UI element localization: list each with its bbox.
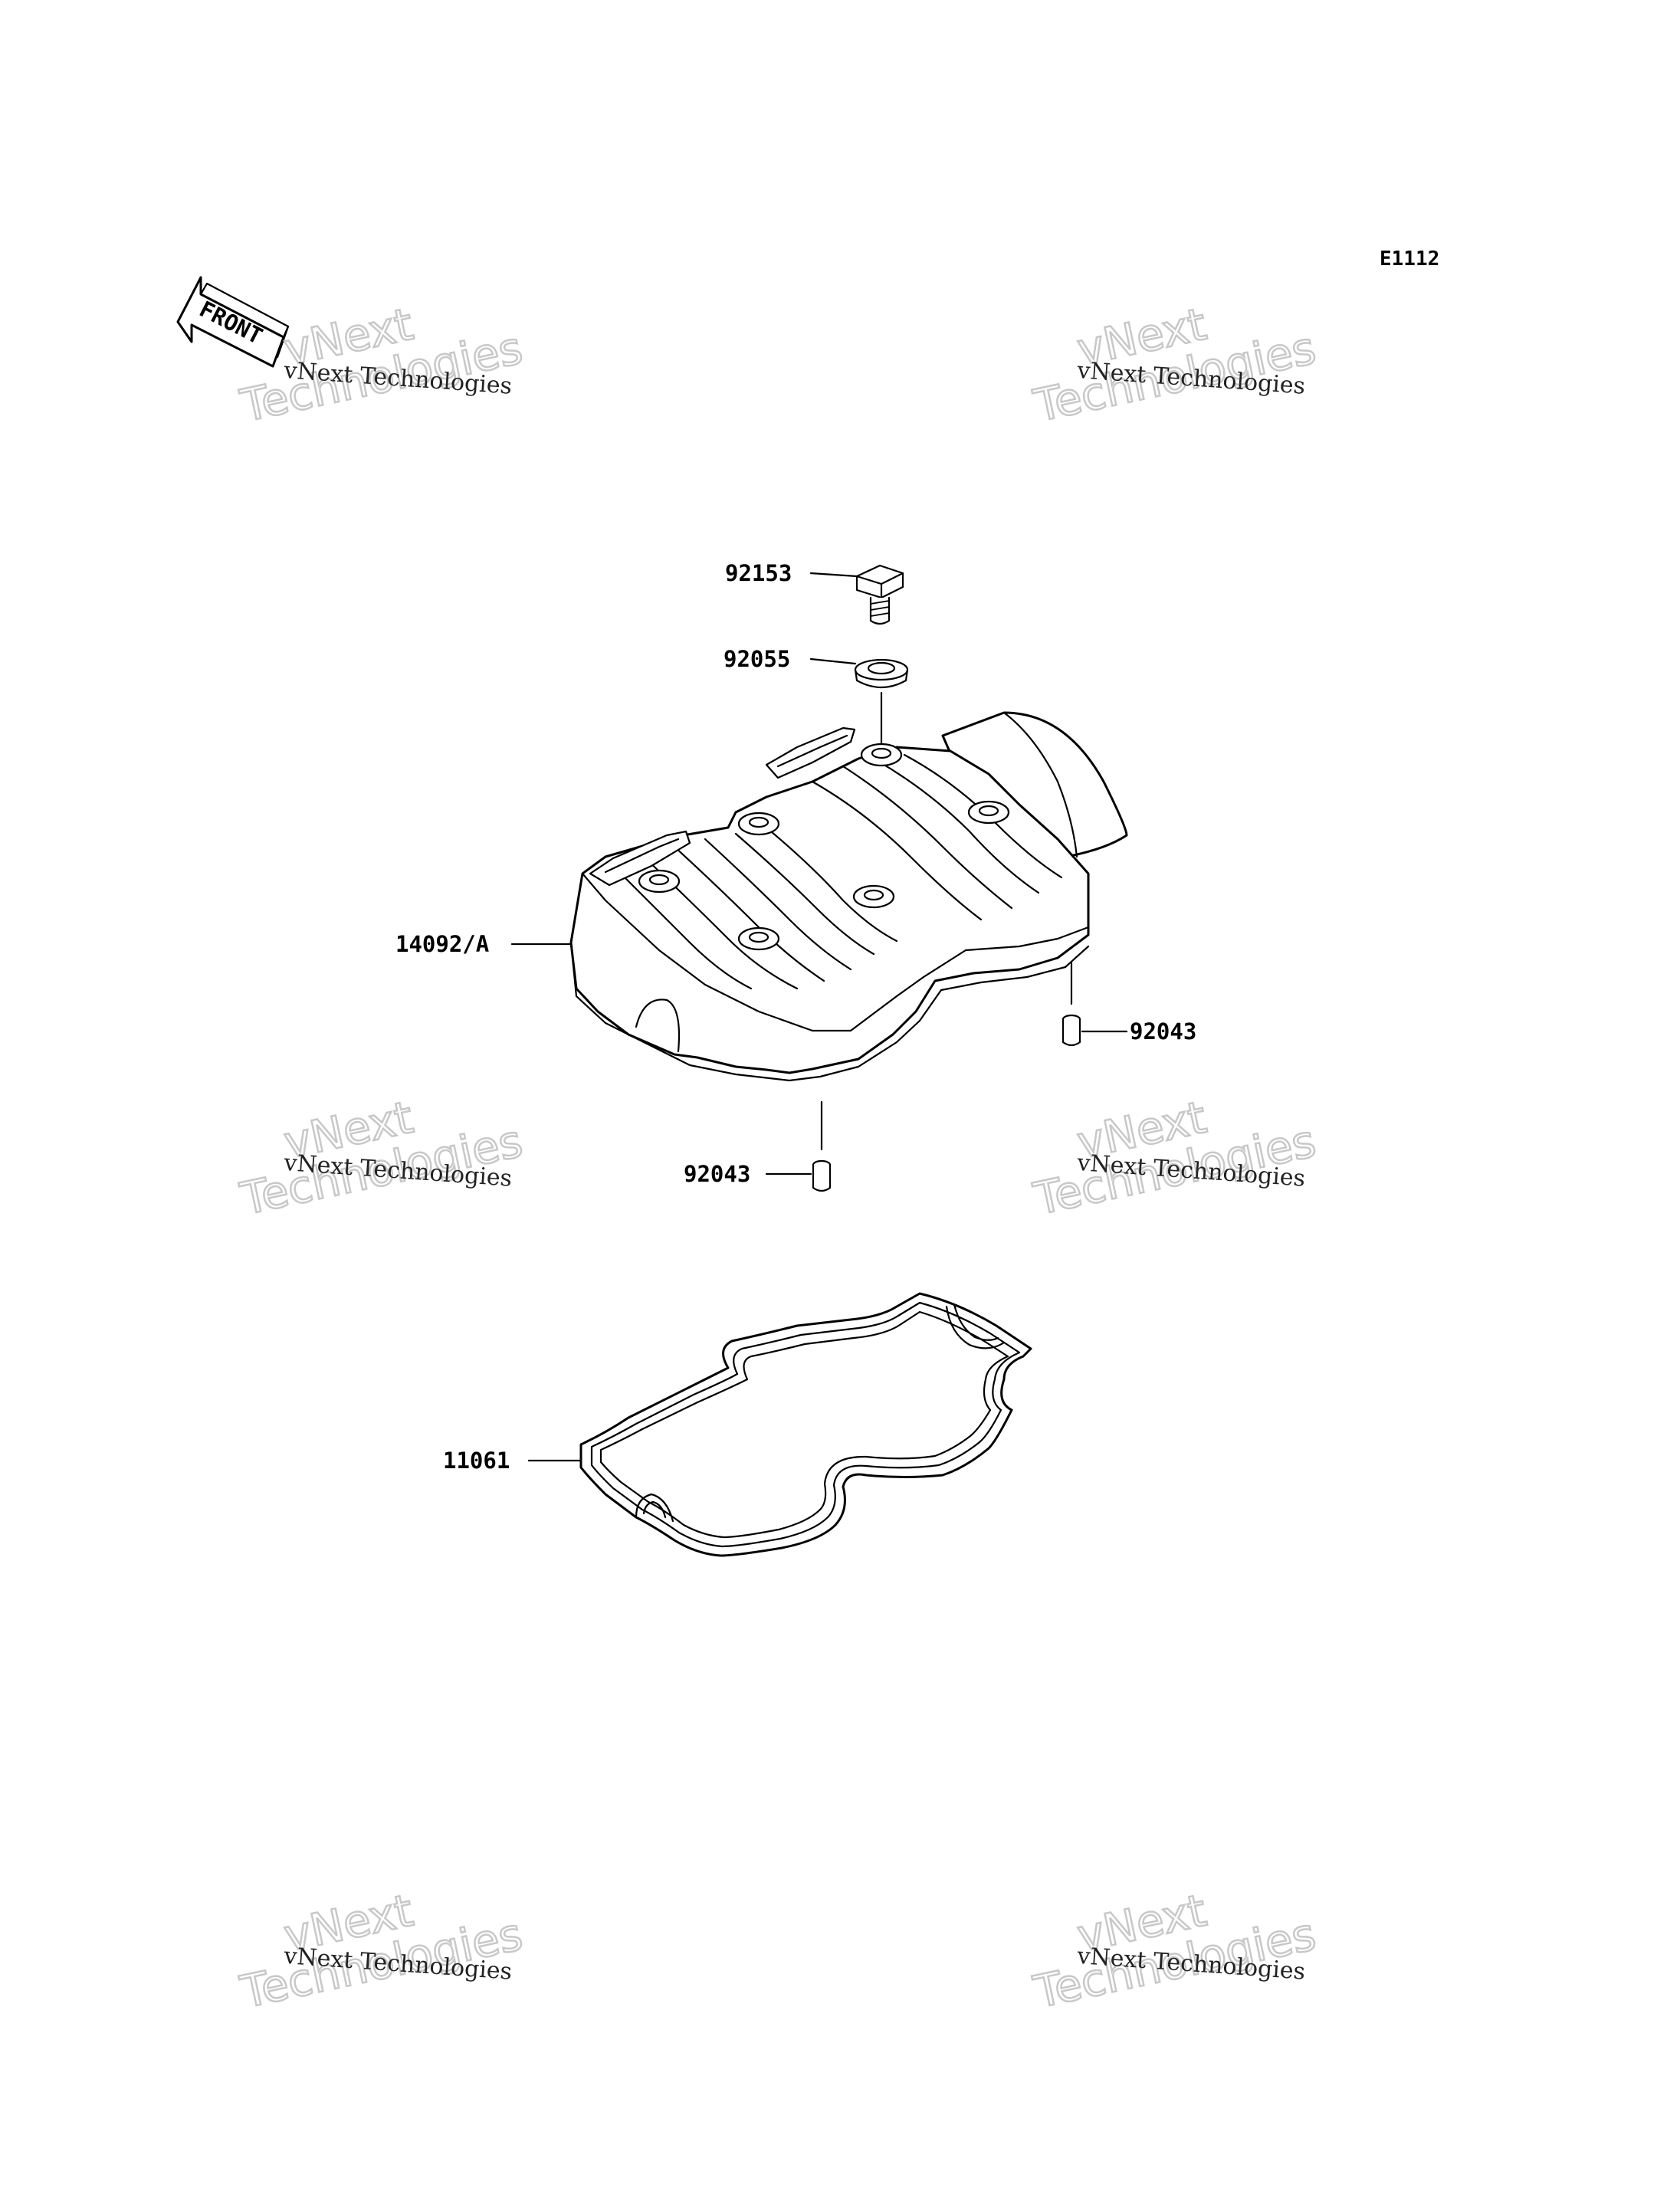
leader-92153 — [809, 572, 858, 578]
bolt-boss — [967, 800, 1010, 825]
bolt-drawing[interactable] — [855, 564, 904, 625]
watermark-mid-left: vNext Technologies — [235, 1090, 528, 1226]
part-number-11061[interactable]: 11061 — [443, 1448, 510, 1474]
cylinder-head-cover-drawing[interactable] — [569, 711, 1128, 1082]
bolt-boss — [737, 926, 780, 951]
leader-92055 — [809, 657, 857, 665]
front-label: FRONT — [195, 296, 267, 349]
watermark-top-left: vNext Technologies — [235, 297, 528, 433]
part-number-92043-right[interactable]: 92043 — [1130, 1018, 1196, 1044]
bolt-boss — [737, 812, 780, 836]
grommet-drawing[interactable] — [854, 658, 909, 688]
bolt-boss — [860, 743, 903, 767]
bolt-boss — [852, 884, 895, 909]
part-number-92043-bottom[interactable]: 92043 — [684, 1161, 750, 1187]
gasket-drawing[interactable] — [579, 1292, 1032, 1557]
part-number-92055[interactable]: 92055 — [724, 646, 790, 672]
watermark-bottom-left: vNext Technologies — [235, 1883, 528, 2019]
dowel-pin-right-drawing[interactable] — [1061, 1014, 1081, 1047]
watermark-top-right: vNext Technologies — [1029, 297, 1321, 433]
figure-code: E1112 — [1380, 248, 1439, 271]
front-arrow-icon: FRONT — [176, 276, 290, 368]
dowel-pin-bottom-drawing[interactable] — [812, 1159, 832, 1192]
watermark-bottom-right: vNext Technologies — [1029, 1883, 1321, 2019]
watermark-mid-right: vNext Technologies — [1029, 1090, 1321, 1226]
part-number-14092-a[interactable]: 14092/A — [395, 931, 489, 957]
part-number-92153[interactable]: 92153 — [725, 560, 792, 586]
bolt-boss — [638, 869, 681, 894]
